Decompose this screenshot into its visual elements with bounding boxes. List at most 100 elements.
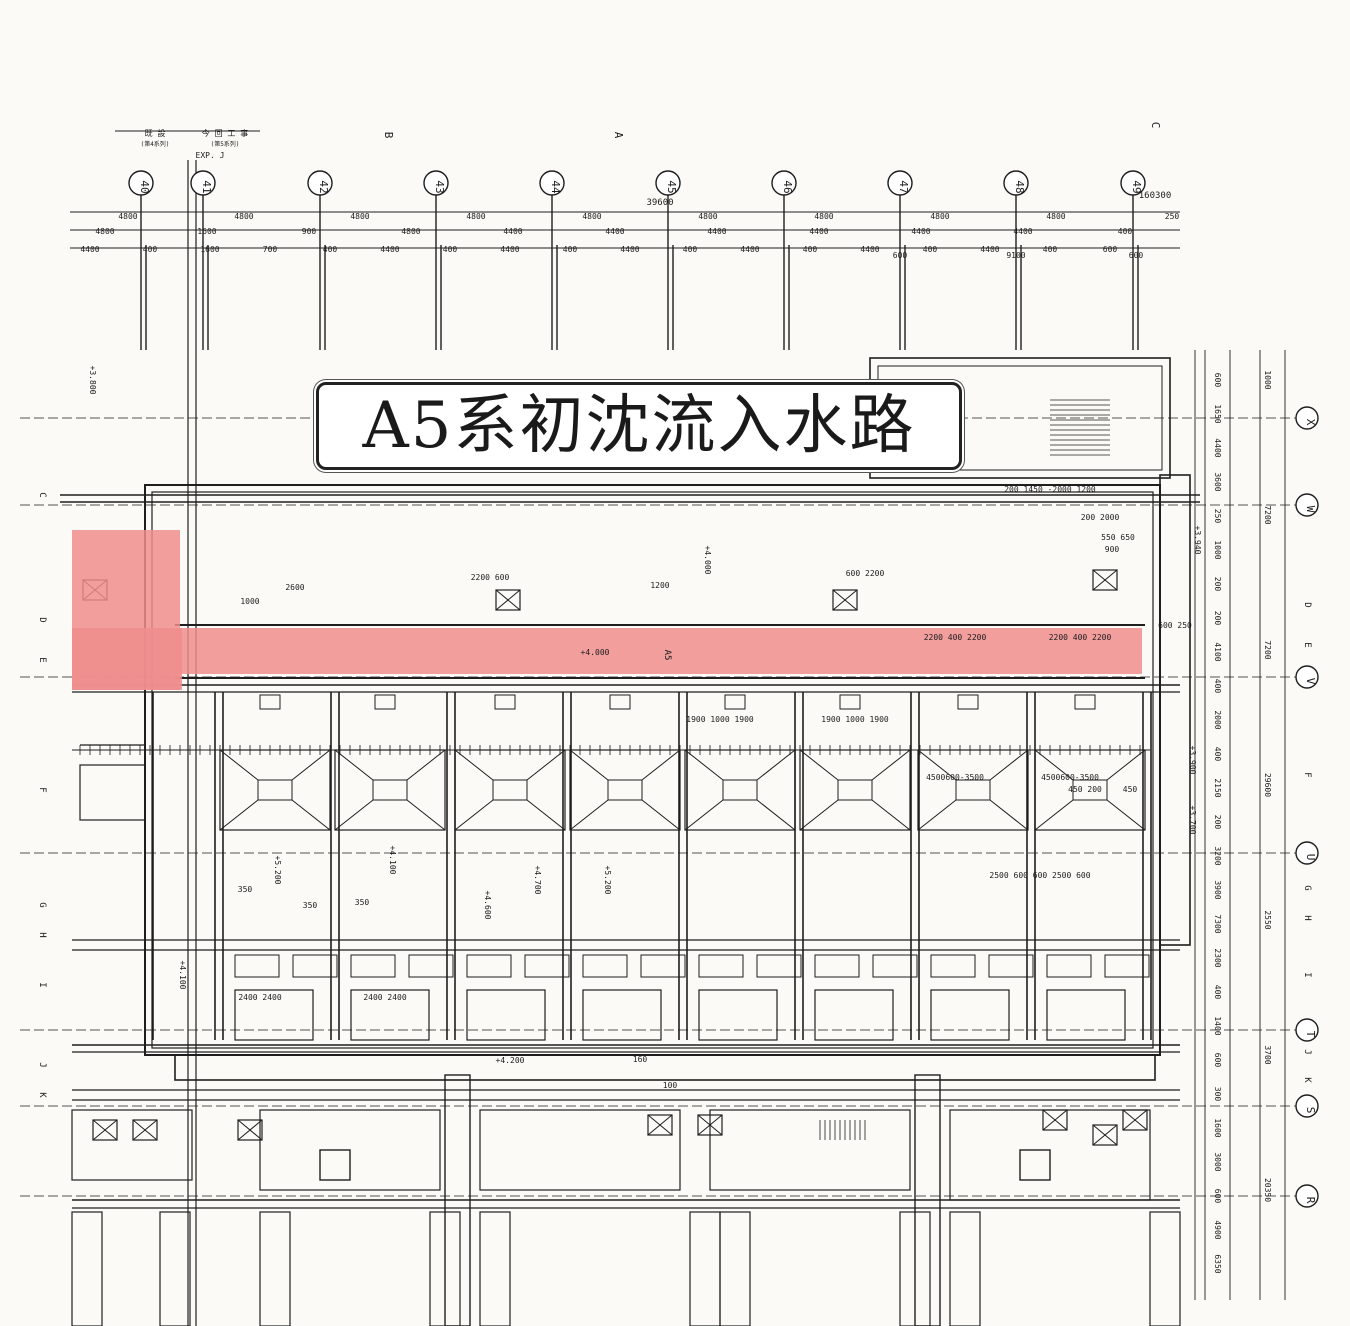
dim-right-a: 400 — [1213, 985, 1222, 1000]
annotation-text: 1900 1000 1900 — [686, 715, 754, 724]
plan-rect — [495, 589, 521, 611]
dim-right-a: 200 — [1213, 611, 1222, 626]
dim-row2: 4400 — [503, 227, 522, 236]
plan-rect — [1074, 694, 1096, 710]
grid-column-label: 49 — [1130, 180, 1143, 193]
dim-end: 160300 — [1139, 191, 1172, 201]
plan-rect — [955, 779, 991, 801]
grid-column-label: 48 — [1013, 180, 1026, 193]
plan-rect — [832, 589, 858, 611]
plan-line — [1042, 1109, 1068, 1131]
dim-right-a: 4900 — [1213, 1220, 1222, 1239]
inflow-label: A5 — [662, 650, 672, 661]
grid-column-bubble — [1003, 170, 1029, 196]
plan-rect — [647, 1114, 673, 1136]
grid-column-label: 42 — [317, 180, 330, 193]
plan-rect — [374, 694, 396, 710]
plan-line — [641, 799, 681, 831]
plan-rect — [698, 989, 778, 1041]
plan-line — [406, 749, 446, 781]
dim-row2: 4400 — [707, 227, 726, 236]
plan-rect — [92, 1119, 118, 1141]
plan-rect — [698, 954, 744, 978]
dim-row1: 4800 — [350, 212, 369, 221]
dim-right-a: 2150 — [1213, 778, 1222, 797]
plan-line — [569, 799, 609, 831]
elevation-label: +5.200 — [273, 856, 282, 885]
grid-row-label: X — [1304, 419, 1317, 426]
elevation-label: +3.700 — [1188, 806, 1197, 835]
header-new-label: 今 回 工 事 — [202, 128, 248, 138]
plan-rect — [697, 1114, 723, 1136]
plan-line — [1106, 799, 1146, 831]
dim-row2: 4400 — [809, 227, 828, 236]
plan-line — [871, 799, 911, 831]
plan-line — [1106, 749, 1146, 781]
dim-right-a: 2000 — [1213, 710, 1222, 729]
plan-rect — [454, 749, 566, 831]
plan-rect — [1149, 1211, 1181, 1326]
plan-line — [454, 749, 494, 781]
grid-column-label: 44 — [549, 180, 562, 194]
plan-rect — [479, 1211, 511, 1326]
annotation-text: 2600 — [285, 583, 304, 592]
plan-rect — [872, 954, 918, 978]
plan-rect — [319, 1149, 351, 1181]
section-letter-left: E — [37, 657, 47, 662]
plan-rect — [524, 954, 570, 978]
section-letter-right: G — [1302, 885, 1312, 890]
section-letter-left: F — [37, 787, 47, 792]
section-letter-right: J — [1302, 1049, 1312, 1054]
plan-line — [917, 749, 957, 781]
dim-row3: 4400 — [860, 245, 879, 254]
plan-rect — [219, 749, 331, 831]
annotation-text: 450 200 — [1068, 785, 1102, 794]
plan-rect — [1092, 1124, 1118, 1146]
grid-column-label: 45 — [665, 180, 678, 193]
grid-column-bubble — [1120, 170, 1146, 196]
dim-row1: 4800 — [930, 212, 949, 221]
dim-row3: 700 — [263, 245, 278, 254]
dim-right-a: 3600 — [1213, 472, 1222, 491]
annotation-text: 450 — [1123, 785, 1138, 794]
elevation-label: +3.900 — [1188, 746, 1197, 775]
plan-line — [526, 749, 566, 781]
plan-rect — [957, 694, 979, 710]
grid-row-label: V — [1304, 678, 1317, 685]
plan-rect — [1122, 1109, 1148, 1131]
plan-line — [291, 749, 331, 781]
plan-rect — [79, 764, 146, 821]
elevation-label: +3.800 — [88, 366, 97, 395]
section-letter-left: K — [37, 1092, 47, 1098]
plan-rect — [1019, 1149, 1051, 1181]
grid-column-label: 47 — [897, 180, 910, 193]
dim-row3: 400 — [563, 245, 578, 254]
annotation-text: 200 1450 -2000 1200 — [1004, 485, 1096, 494]
dim-row2: 400 — [1118, 227, 1133, 236]
plan-rect — [1046, 989, 1126, 1041]
dim-row2: 900 — [302, 227, 317, 236]
dim-right-a: 300 — [1213, 1087, 1222, 1102]
elevation-label: +4.100 — [178, 961, 187, 990]
plan-rect — [259, 1211, 291, 1326]
dim-row2: 4800 — [401, 227, 420, 236]
plan-rect — [132, 1119, 158, 1141]
plan-rect — [350, 989, 430, 1041]
dim-row3: 1600 — [200, 245, 219, 254]
plan-rect — [1072, 779, 1108, 801]
annotation-text: 600 250 — [1158, 621, 1192, 630]
plan-line — [1092, 569, 1118, 591]
annotation-text: 900 — [1105, 545, 1120, 554]
grid-row-label: W — [1304, 506, 1317, 513]
dim-row3: 400 — [323, 245, 338, 254]
grid-column-bubble — [655, 170, 681, 196]
dim-row2: 4800 — [95, 227, 114, 236]
header-existing-label: 既 設 — [145, 128, 166, 138]
plan-line — [871, 749, 911, 781]
grid-column-label: 43 — [433, 180, 446, 193]
dim-row1: 4800 — [1046, 212, 1065, 221]
plan-rect — [1104, 954, 1150, 978]
dim-right-b: 2550 — [1263, 910, 1272, 929]
dim-row3: 4400 — [500, 245, 519, 254]
